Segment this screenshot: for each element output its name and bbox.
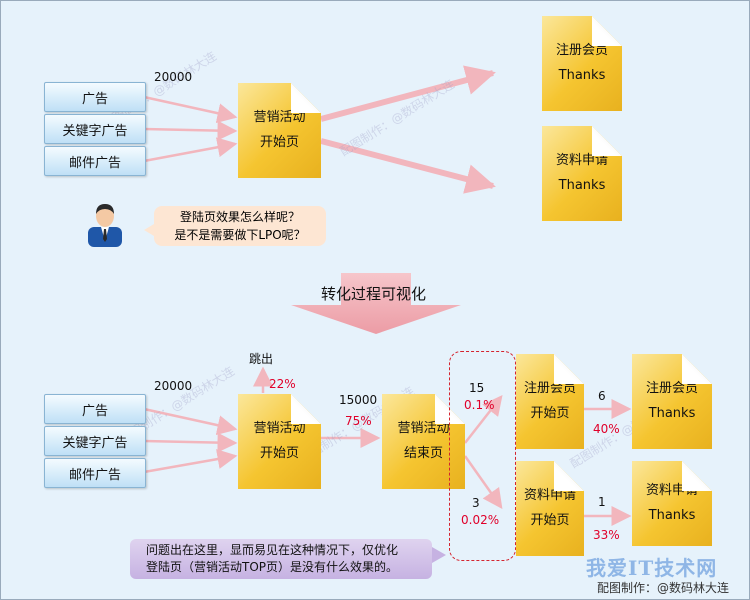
image-credit: 配图制作：@数码林大连	[597, 581, 730, 595]
note-line-1: 问题出在这里，显而易见在这种情况下，仅优化	[146, 543, 399, 557]
top-traffic-count: 20000	[154, 70, 193, 84]
info-done-count: 1	[598, 495, 606, 509]
doc-line-2: 开始页	[259, 134, 299, 150]
doc-line-1: 资料申请	[555, 153, 608, 169]
info-done-rate: 33%	[593, 528, 620, 542]
doc-line-1: 注册会员	[645, 381, 698, 397]
arrow-ad-to-landing	[143, 95, 238, 124]
arrow-landing-to-info-thanks	[320, 138, 496, 194]
doc-line-1: 注册会员	[555, 43, 608, 59]
bubble-line-1: 登陆页效果怎么样呢？	[179, 210, 300, 224]
register-branch-rate: 0.1%	[464, 398, 495, 412]
arrow-mail-to-landing	[143, 137, 238, 163]
visualize-title: 转化过程可视化	[321, 285, 427, 303]
doc-line-1: 营销活动	[397, 421, 450, 437]
arrow-mail-to-landing-2	[143, 449, 238, 474]
arrow-keyword-to-landing	[143, 120, 238, 141]
site-brand-logo: 我爱IT技术网	[586, 556, 718, 580]
arrow-keyword-to-landing-2	[143, 432, 238, 453]
to-end-rate: 75%	[345, 414, 372, 428]
doc-line-2: 开始页	[530, 405, 570, 421]
arrow-end-to-info-start	[463, 455, 503, 510]
register-branch-count: 15	[469, 381, 485, 395]
arrow-ad-to-landing-2	[143, 407, 238, 436]
arrow-end-to-register-start	[464, 395, 503, 444]
doc-line-1: 资料申请	[523, 488, 576, 504]
visualize-down-arrow	[291, 273, 461, 334]
source-ad: 广告	[44, 82, 146, 112]
info-branch-rate: 0.02%	[461, 513, 500, 527]
note-line-2: 登陆页（营销活动TOP页）是没有什么效果的。	[146, 560, 399, 574]
arrow-landing-to-register-thanks	[320, 65, 496, 122]
question-bubble: 登陆页效果怎么样呢？ 是不是需要做下LPO呢？	[144, 206, 326, 246]
bounce-label: 跳出	[249, 352, 274, 366]
to-end-count: 15000	[339, 393, 378, 407]
doc-line-1: 营销活动	[253, 421, 306, 437]
landing-page-doc: 营销活动 开始页	[238, 83, 321, 178]
doc-line-2: 结束页	[403, 445, 443, 461]
doc-line-1: 注册会员	[523, 381, 576, 397]
doc-line-2: Thanks	[648, 405, 696, 421]
problem-highlight-box	[449, 351, 516, 561]
bubble-line-2: 是不是需要做下LPO呢？	[174, 228, 306, 242]
source-keyword-ad: 关键字广告	[44, 114, 146, 144]
doc-line-2: 开始页	[259, 445, 299, 461]
doc-line-2: Thanks	[558, 177, 606, 193]
register-done-count: 6	[598, 389, 606, 403]
doc-line-2: 开始页	[530, 512, 570, 528]
doc-line-2: Thanks	[558, 67, 606, 83]
bottom-traffic-count: 20000	[154, 379, 193, 393]
info-branch-count: 3	[472, 496, 480, 510]
source-mail-ad: 邮件广告	[44, 146, 146, 176]
source-ad: 广告	[44, 394, 146, 424]
source-mail-ad: 邮件广告	[44, 458, 146, 488]
source-keyword-ad: 关键字广告	[44, 426, 146, 456]
doc-line-1: 营销活动	[253, 110, 306, 126]
register-done-rate: 40%	[593, 422, 620, 436]
conclusion-note: 问题出在这里，显而易见在这种情况下，仅优化 登陆页（营销活动TOP页）是没有什么…	[130, 539, 446, 579]
person-avatar-icon	[88, 204, 122, 247]
doc-line-2: Thanks	[648, 507, 696, 523]
bounce-rate: 22%	[269, 377, 296, 391]
